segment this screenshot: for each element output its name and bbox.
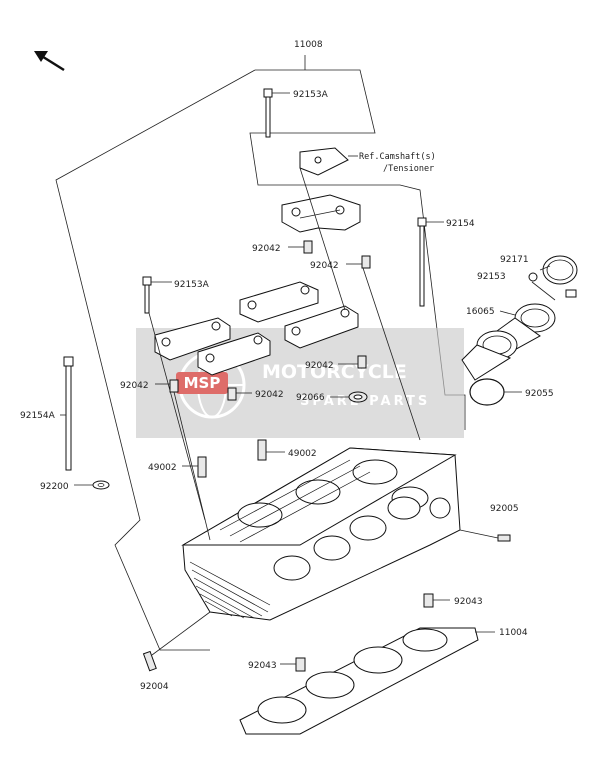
cam-cap-top	[281, 194, 361, 233]
label-92154a: 92154A	[20, 411, 56, 421]
label-92055: 92055	[525, 389, 554, 399]
part-labels: 11008 92153A Ref.Camshaft(s) /Tensioner …	[20, 40, 554, 692]
bolt-92154	[417, 217, 444, 307]
label-ref-camshaft: Ref.Camshaft(s)	[359, 152, 436, 162]
label-16065: 16065	[466, 307, 495, 317]
head-gasket-11004	[239, 627, 495, 735]
label-ref-tensioner: /Tensioner	[383, 164, 434, 174]
label-92153a-mid: 92153A	[174, 280, 210, 290]
stud-92004	[142, 611, 211, 672]
bolt-92154a	[60, 356, 74, 471]
label-92153a-top: 92153A	[293, 90, 329, 100]
label-92200: 92200	[40, 482, 69, 492]
watermark-logo: MSP	[184, 374, 221, 392]
dowel-92042-e	[338, 355, 367, 369]
bolt-92153a-mid	[142, 276, 172, 314]
watermark-line1: MOTORCYCLE	[262, 361, 407, 383]
label-11008: 11008	[294, 40, 323, 50]
label-92042-b: 92042	[310, 261, 339, 271]
dowel-92042-a	[288, 240, 313, 254]
intake-holder-16065	[461, 255, 578, 381]
plug-92005	[459, 529, 511, 542]
label-92042-e: 92042	[305, 361, 334, 371]
label-92153: 92153	[477, 272, 506, 282]
label-92042-c: 92042	[120, 381, 149, 391]
cylinder-head	[181, 447, 461, 621]
o-ring-92055	[469, 378, 522, 406]
dowel-92042-d	[227, 387, 252, 401]
dowel-92042-b	[346, 255, 371, 269]
dowel-92043-b	[280, 657, 306, 672]
grommet-92066	[348, 391, 368, 403]
label-92066: 92066	[296, 393, 325, 403]
label-92005: 92005	[490, 504, 519, 514]
cam-cap-row	[154, 281, 359, 376]
watermark-line2: SPARE PARTS	[300, 394, 430, 409]
label-11004: 11004	[499, 628, 528, 638]
front-arrow-icon	[34, 51, 65, 72]
label-92154: 92154	[446, 219, 475, 229]
label-92042-d: 92042	[255, 390, 284, 400]
label-92004: 92004	[140, 682, 169, 692]
label-49002-b: 49002	[288, 449, 317, 459]
washer-92200	[74, 480, 110, 490]
bolt-92153a-top	[263, 88, 290, 138]
guide-49002-b	[257, 439, 285, 461]
label-49002-a: 49002	[148, 463, 177, 473]
leader-lines	[148, 167, 556, 541]
camshaft-bracket-part	[299, 147, 358, 176]
label-92043-b: 92043	[248, 661, 277, 671]
label-92043-a: 92043	[454, 597, 483, 607]
label-92042-a: 92042	[252, 244, 281, 254]
dowel-92043-a	[423, 593, 450, 608]
label-92171: 92171	[500, 255, 529, 265]
